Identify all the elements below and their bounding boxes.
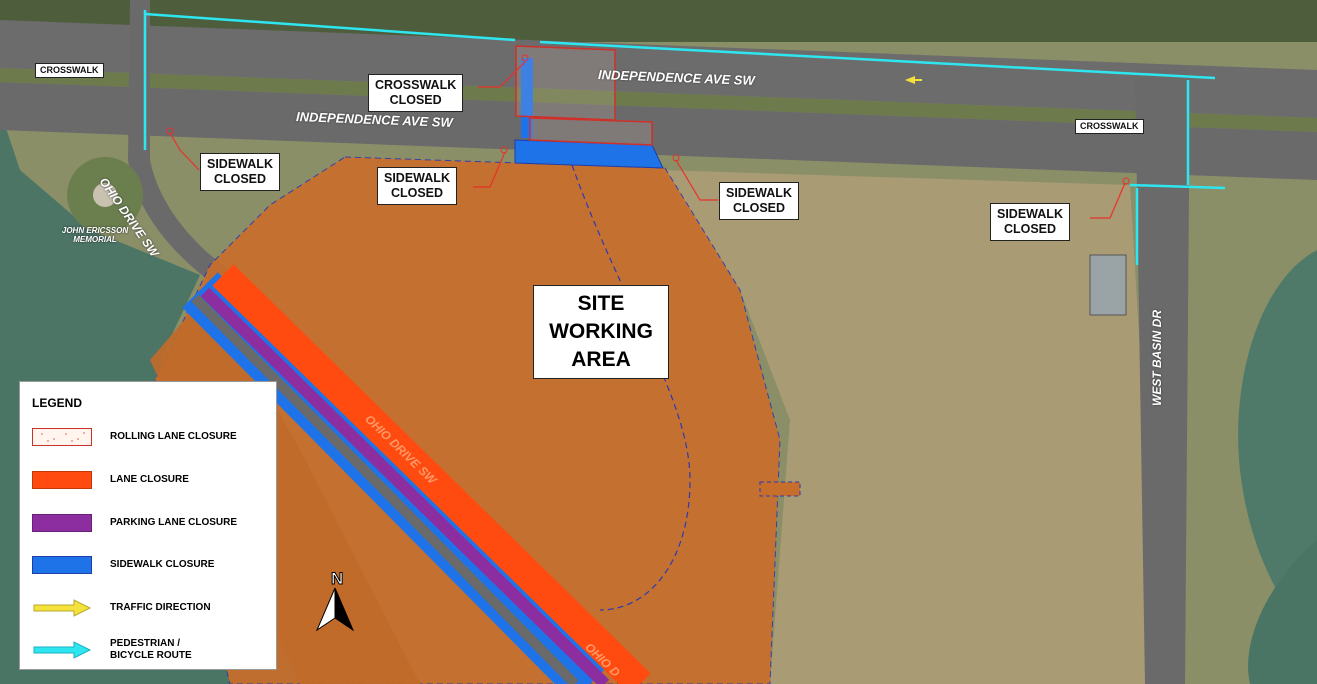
pedestrian-route-north — [143, 10, 1226, 265]
legend-label-traffic-direction: TRAFFIC DIRECTION — [110, 602, 211, 613]
legend-item-traffic-direction: TRAFFIC DIRECTION — [32, 593, 272, 623]
rolling-lane-closure-swatch — [32, 428, 92, 446]
traffic-direction-arrow-icon — [33, 599, 92, 617]
legend-label-sidewalk-closure: SIDEWALK CLOSURE — [110, 559, 215, 570]
road-independence-south — [0, 82, 1317, 180]
legend-item-sidewalk-closure: SIDEWALK CLOSURE — [32, 550, 272, 580]
legend-label-pedestrian-line2: BICYCLE ROUTE — [110, 650, 192, 661]
building — [1089, 254, 1127, 316]
callout-sidewalk-closed-east-line2: CLOSED — [732, 201, 786, 215]
callout-sidewalk-closed-far-east: SIDEWALK CLOSED — [990, 203, 1070, 241]
legend-label-rolling-lane-closure: ROLLING LANE CLOSURE — [110, 431, 237, 442]
callout-sidewalk-closed-west: SIDEWALK CLOSED — [200, 153, 280, 191]
road-median — [0, 68, 1317, 132]
road-independence-north — [0, 20, 1317, 118]
callout-sidewalk-closed-west-line1: SIDEWALK — [207, 157, 273, 171]
crosswalk-label-west: CROSSWALK — [35, 63, 104, 78]
lane-closure — [212, 264, 651, 684]
callout-crosswalk-closed: CROSSWALK CLOSED — [368, 74, 464, 112]
road-label-west-basin: WEST BASIN DR — [1150, 310, 1164, 406]
water-potomac — [0, 110, 200, 360]
north-arrow-icon: N — [315, 569, 355, 632]
site-label-line2: WORKING — [549, 320, 653, 343]
legend: LEGEND ROLLING LANE CLOSURE LANE CLOSURE… — [19, 381, 277, 670]
legend-label-parking-lane-closure: PARKING LANE CLOSURE — [110, 517, 238, 528]
rolling-lane-closure-north — [515, 45, 616, 121]
parking-lane-closure — [200, 287, 610, 684]
callout-crosswalk-closed-line1: CROSSWALK — [375, 78, 457, 92]
site-label-line1: SITE — [577, 292, 625, 315]
crosswalk-label-east: CROSSWALK — [1075, 119, 1144, 134]
traffic-direction-arrow — [905, 76, 915, 84]
road-ohio-drive-south — [191, 294, 579, 684]
sidewalk-closure-swatch — [32, 556, 92, 574]
rolling-lane-closure-south — [529, 117, 653, 146]
water-tidal-basin — [1238, 250, 1317, 640]
legend-label-pedestrian-bicycle-route: PEDESTRIAN / BICYCLE ROUTE — [110, 638, 192, 662]
legend-item-parking-lane-closure: PARKING LANE CLOSURE — [32, 508, 272, 538]
callout-sidewalk-closed-far-east-line2: CLOSED — [1003, 222, 1057, 236]
legend-item-lane-closure: LANE CLOSURE — [32, 465, 272, 495]
callout-sidewalk-closed-center-line1: SIDEWALK — [384, 171, 450, 185]
callout-leaders — [169, 61, 1126, 219]
road-ohio-drive-north — [128, 0, 230, 285]
callout-crosswalk-closed-line2: CLOSED — [389, 93, 442, 107]
callout-sidewalk-closed-east-line1: SIDEWALK — [726, 186, 792, 200]
legend-label-pedestrian-line1: PEDESTRIAN / — [110, 638, 181, 649]
callout-sidewalk-closed-far-east-line1: SIDEWALK — [997, 207, 1063, 221]
pedestrian-route-arrow-icon — [33, 641, 92, 659]
lane-closure-swatch — [32, 471, 92, 489]
site-label-line3: AREA — [571, 348, 631, 371]
callout-sidewalk-closed-east: SIDEWALK CLOSED — [719, 182, 799, 220]
road-west-basin — [1135, 70, 1190, 684]
memorial-label-line1: JOHN ERICSSON — [61, 226, 129, 235]
parking-lane-closure-swatch — [32, 514, 92, 532]
memorial-label: JOHN ERICSSON MEMORIAL — [60, 226, 130, 244]
callout-sidewalk-closed-west-line2: CLOSED — [213, 172, 267, 186]
leader-dots — [166, 54, 1130, 185]
memorial-plaza — [93, 183, 117, 207]
internal-boundary — [571, 164, 691, 611]
memorial-label-line2: MEMORIAL — [73, 235, 117, 244]
site-working-area-label: SITE WORKING AREA — [533, 285, 669, 379]
north-letter: N — [331, 569, 343, 588]
callout-sidewalk-closed-center-line2: CLOSED — [390, 186, 444, 200]
legend-title: LEGEND — [32, 396, 83, 410]
water-tidal-basin-south — [1248, 540, 1317, 684]
legend-label-lane-closure: LANE CLOSURE — [110, 474, 189, 485]
callout-sidewalk-closed-center: SIDEWALK CLOSED — [377, 167, 457, 205]
field-east — [660, 170, 1160, 684]
legend-item-pedestrian-bicycle-route: PEDESTRIAN / BICYCLE ROUTE — [32, 635, 272, 665]
legend-item-rolling-lane-closure: ROLLING LANE CLOSURE — [32, 422, 272, 452]
site-tab — [759, 481, 801, 497]
